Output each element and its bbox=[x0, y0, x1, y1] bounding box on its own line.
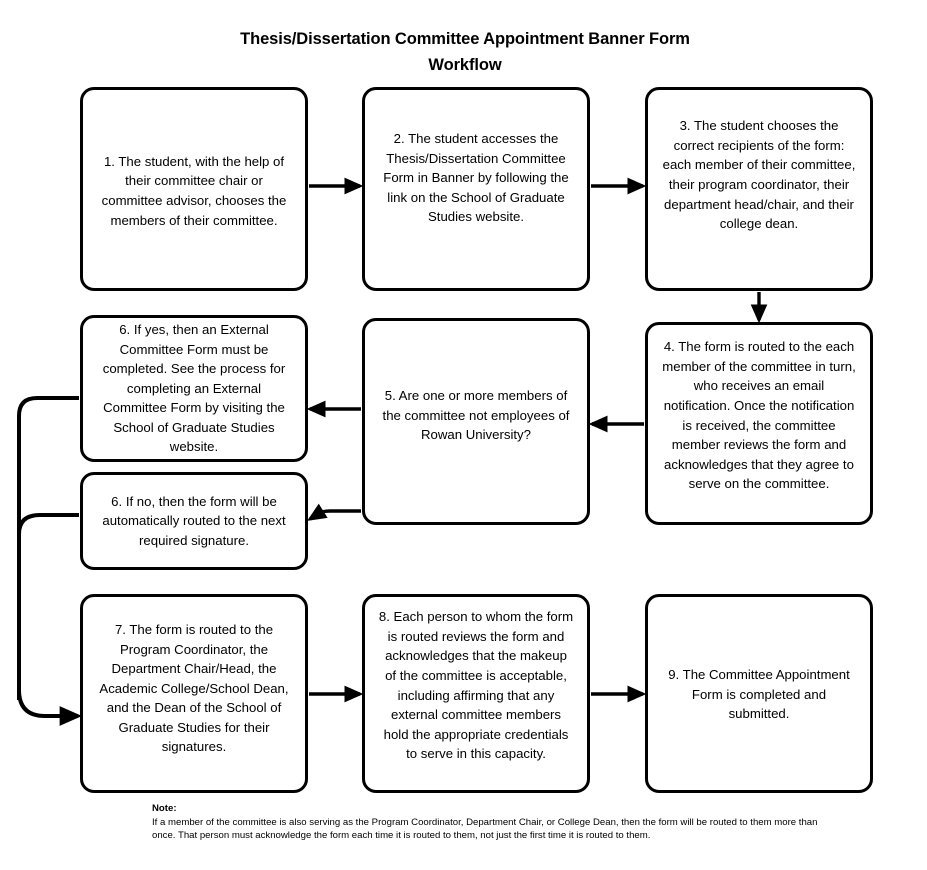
flow-node-4-text: 4. The form is routed to the each member… bbox=[662, 339, 856, 492]
flow-node-1[interactable]: 1. The student, with the help of their c… bbox=[80, 87, 308, 291]
edge-6a-to-rail bbox=[17, 396, 79, 700]
footnote-body: If a member of the committee is also ser… bbox=[152, 816, 818, 842]
footnote: Note: If a member of the committee is al… bbox=[152, 802, 842, 843]
edge-5-to-6b bbox=[307, 503, 361, 521]
flow-node-5-decision[interactable]: 5. Are one or more members of the commit… bbox=[362, 318, 590, 525]
flow-node-8-text: 8. Each person to whom the form is route… bbox=[378, 609, 574, 762]
page-title-line-1: Thesis/Dissertation Committee Appointmen… bbox=[240, 30, 690, 48]
flow-node-7[interactable]: 7. The form is routed to the Program Coo… bbox=[80, 594, 308, 793]
flow-node-1-text: 1. The student, with the help of their c… bbox=[101, 153, 287, 228]
flow-node-9[interactable]: 9. The Committee Appointment Form is com… bbox=[645, 594, 873, 793]
flow-node-5-text: 5. Are one or more members of the commit… bbox=[382, 388, 570, 443]
footnote-heading: Note: bbox=[152, 803, 177, 814]
flow-node-3-text: 3. The student chooses the correct recip… bbox=[662, 118, 856, 232]
flow-node-4[interactable]: 4. The form is routed to the each member… bbox=[645, 322, 873, 525]
edge-rail-to-7 bbox=[17, 689, 83, 726]
flow-node-2-text: 2. The student accesses the Thesis/Disse… bbox=[383, 131, 569, 225]
page-title: Thesis/Dissertation Committee Appointmen… bbox=[120, 26, 810, 78]
flow-node-6-no[interactable]: 6. If no, then the form will be automati… bbox=[80, 472, 308, 570]
flow-node-8[interactable]: 8. Each person to whom the form is route… bbox=[362, 594, 590, 793]
flow-node-7-text: 7. The form is routed to the Program Coo… bbox=[99, 621, 289, 755]
page-title-line-2: Workflow bbox=[428, 56, 502, 74]
edge-6b-to-rail bbox=[17, 513, 79, 700]
flow-node-6-no-text: 6. If no, then the form will be automati… bbox=[102, 493, 286, 548]
flow-node-6-yes-text: 6. If yes, then an External Committee Fo… bbox=[102, 321, 286, 455]
flow-node-2[interactable]: 2. The student accesses the Thesis/Disse… bbox=[362, 87, 590, 291]
flow-node-3[interactable]: 3. The student chooses the correct recip… bbox=[645, 87, 873, 291]
flow-node-6-yes[interactable]: 6. If yes, then an External Committee Fo… bbox=[80, 315, 308, 462]
flow-node-9-text: 9. The Committee Appointment Form is com… bbox=[668, 667, 850, 722]
